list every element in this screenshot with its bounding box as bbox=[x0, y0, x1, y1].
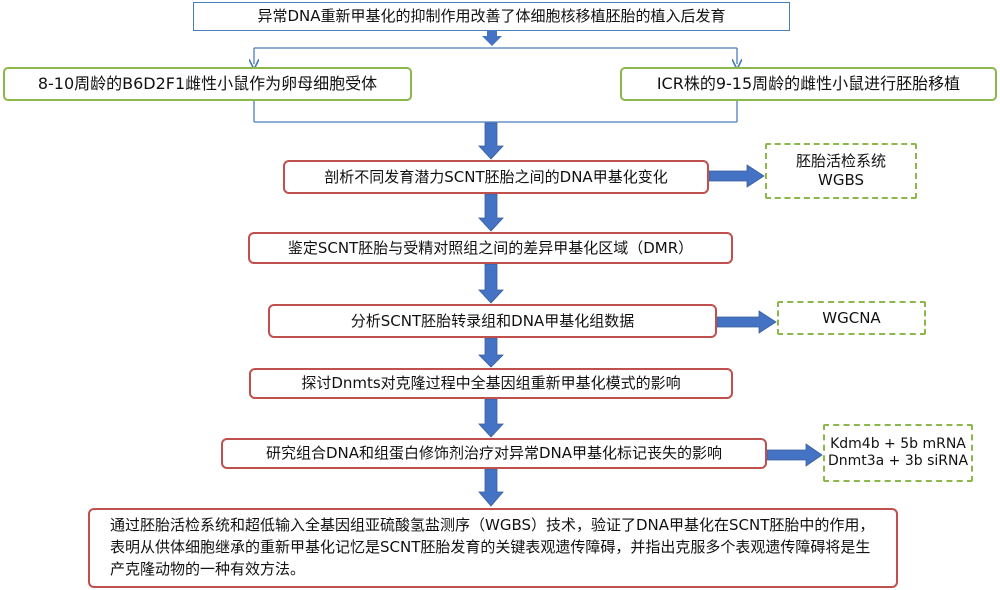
step-text-4: 探讨Dnmts对克隆过程中全基因组重新甲基化模式的影响 bbox=[301, 374, 681, 393]
step-text-3: 分析SCNT胚胎转录组和DNA甲基化组数据 bbox=[350, 311, 635, 330]
side-mrna-text: Kdm4b + 5b mRNA bbox=[830, 435, 966, 452]
top-title-text: 异常DNA重新甲基化的抑制作用改善了体细胞核移植胚胎的植入后发育 bbox=[257, 7, 726, 26]
step-box-1: 剖析不同发育潜力SCNT胚胎之间的DNA甲基化变化 bbox=[283, 160, 709, 194]
side-wgcna-text: WGCNA bbox=[822, 308, 881, 327]
flow-arrows bbox=[478, 122, 504, 507]
down-arrow-3 bbox=[478, 263, 504, 304]
side-box-modifiers: Kdm4b + 5b mRNA Dnmt3a + 3b siRNA bbox=[823, 424, 973, 482]
top-down-arrow bbox=[482, 31, 502, 46]
step-box-4: 探讨Dnmts对克隆过程中全基因组重新甲基化模式的影响 bbox=[249, 368, 733, 399]
branch-connector bbox=[254, 47, 737, 64]
transfer-mice-box: ICR株的9-15周龄的雌性小鼠进行胚胎移植 bbox=[620, 67, 997, 101]
top-title-box: 异常DNA重新甲基化的抑制作用改善了体细胞核移植胚胎的植入后发育 bbox=[193, 2, 790, 31]
side-biopsy-text: 胚胎活检系统 bbox=[795, 152, 886, 171]
step-text-2: 鉴定SCNT胚胎与受精对照组之间的差异甲基化区域（DMR） bbox=[287, 238, 694, 257]
down-arrow-1 bbox=[478, 122, 504, 160]
merge-bracket bbox=[253, 100, 738, 123]
down-arrow-5 bbox=[478, 398, 504, 438]
side-box-wgcna: WGCNA bbox=[777, 301, 926, 335]
down-arrow-6 bbox=[478, 468, 504, 507]
recipient-mice-box: 8-10周龄的B6D2F1雌性小鼠作为卵母细胞受体 bbox=[3, 67, 412, 101]
down-arrow-4 bbox=[478, 337, 504, 368]
side-arrow-3 bbox=[766, 443, 823, 467]
step-text-1: 剖析不同发育潜力SCNT胚胎之间的DNA甲基化变化 bbox=[324, 167, 668, 186]
side-arrows bbox=[708, 164, 823, 467]
step-text-5: 研究组合DNA和组蛋白修饰剂治疗对异常DNA甲基化标记丧失的影响 bbox=[265, 444, 723, 463]
step-box-5: 研究组合DNA和组蛋白修饰剂治疗对异常DNA甲基化标记丧失的影响 bbox=[221, 438, 767, 469]
transfer-mice-text: ICR株的9-15周龄的雌性小鼠进行胚胎移植 bbox=[656, 74, 961, 93]
conclusion-text: 通过胚胎活检系统和超低输入全基因组亚硫酸氢盐测序（WGBS）技术，验证了DNA甲… bbox=[110, 516, 875, 578]
side-sirna-text: Dnmt3a + 3b siRNA bbox=[827, 453, 969, 469]
step-box-3: 分析SCNT胚胎转录组和DNA甲基化组数据 bbox=[268, 304, 717, 338]
step-box-2: 鉴定SCNT胚胎与受精对照组之间的差异甲基化区域（DMR） bbox=[248, 232, 733, 264]
side-box-biopsy-wgbs: 胚胎活检系统 WGBS bbox=[765, 143, 917, 199]
side-arrow-2 bbox=[716, 310, 777, 334]
conclusion-box: 通过胚胎活检系统和超低输入全基因组亚硫酸氢盐测序（WGBS）技术，验证了DNA甲… bbox=[88, 508, 898, 588]
side-wgbs-text: WGBS bbox=[817, 171, 864, 189]
recipient-mice-text: 8-10周龄的B6D2F1雌性小鼠作为卵母细胞受体 bbox=[37, 74, 378, 93]
side-arrow-1 bbox=[708, 164, 765, 188]
down-arrow-2 bbox=[478, 193, 504, 232]
